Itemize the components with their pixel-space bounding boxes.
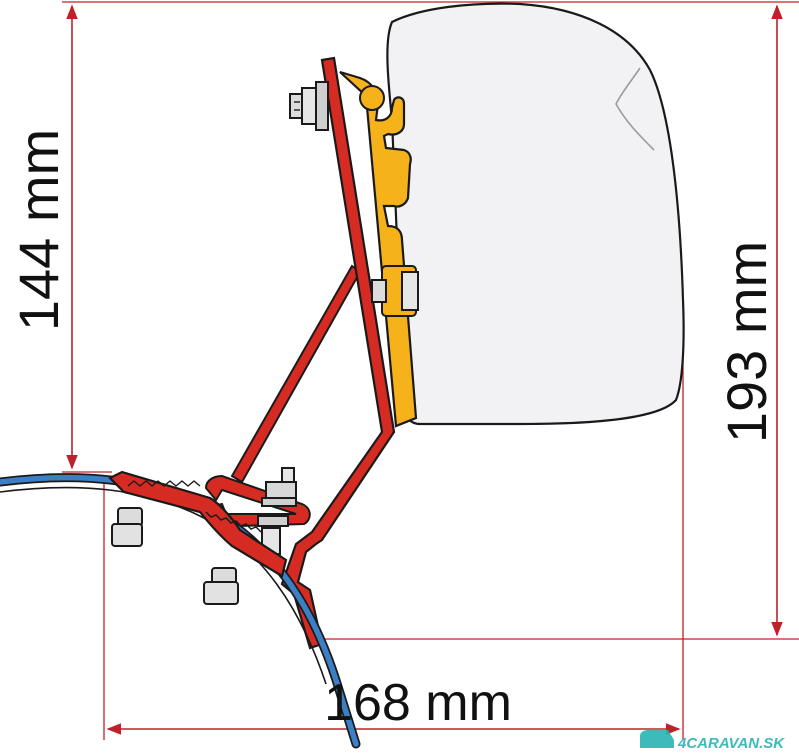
width-bottom-label: 168 mm	[324, 674, 512, 732]
caravan-icon	[640, 730, 674, 748]
gutter-clamp	[108, 470, 288, 578]
bolt-middle	[371, 271, 419, 311]
height-right-label: 193 mm	[715, 241, 778, 443]
support-strut	[230, 264, 362, 484]
bolt-top	[289, 81, 329, 131]
dimension-arrows	[66, 4, 783, 735]
height-left-label: 144 mm	[7, 129, 70, 331]
gutter-screw-right	[203, 567, 239, 605]
awning-cassette	[386, 2, 685, 426]
clamp-bolt	[257, 467, 297, 555]
watermark-logo: 4CARAVAN.SK	[640, 730, 785, 752]
extension-lines	[62, 1, 799, 740]
watermark-text: 4CARAVAN.SK	[677, 735, 785, 752]
red-main-plate	[204, 56, 396, 650]
gutter-screw-left	[111, 507, 143, 547]
